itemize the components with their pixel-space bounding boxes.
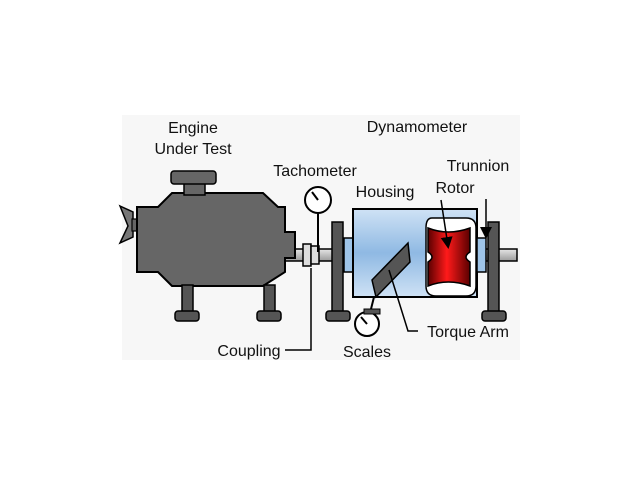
housing-label: Housing <box>356 184 415 201</box>
tachometer <box>304 186 332 252</box>
dynamometer-label: Dynamometer <box>367 119 468 136</box>
engine-label-line1: Engine <box>168 120 218 137</box>
engine-body <box>136 192 296 287</box>
coupling-leader <box>285 268 312 351</box>
tachometer-label: Tachometer <box>273 163 357 180</box>
rotor-leader <box>440 199 453 249</box>
coupling <box>302 243 320 267</box>
torque-arm-leader <box>388 269 418 332</box>
scales-label: Scales <box>343 344 391 361</box>
engine-leg-left <box>174 284 200 322</box>
trunnion-support-right <box>481 221 507 322</box>
engine-filler-neck <box>183 182 206 196</box>
rotor-label: Rotor <box>435 180 475 197</box>
engine-label-line2: Under Test <box>154 141 232 158</box>
engine-leg-right <box>256 284 282 322</box>
coupling-label: Coupling <box>217 343 280 360</box>
scales-link <box>370 296 375 310</box>
trunnion-label: Trunnion <box>447 158 510 175</box>
engine-cap <box>170 170 217 185</box>
torque-arm <box>371 241 411 299</box>
rotor <box>427 226 471 288</box>
trunnion-support-left <box>325 221 351 322</box>
scales <box>354 308 381 337</box>
torque-arm-label: Torque Arm <box>427 324 509 341</box>
trunnion-bearing-left <box>343 237 354 273</box>
trunnion-bearing-right <box>476 237 487 273</box>
